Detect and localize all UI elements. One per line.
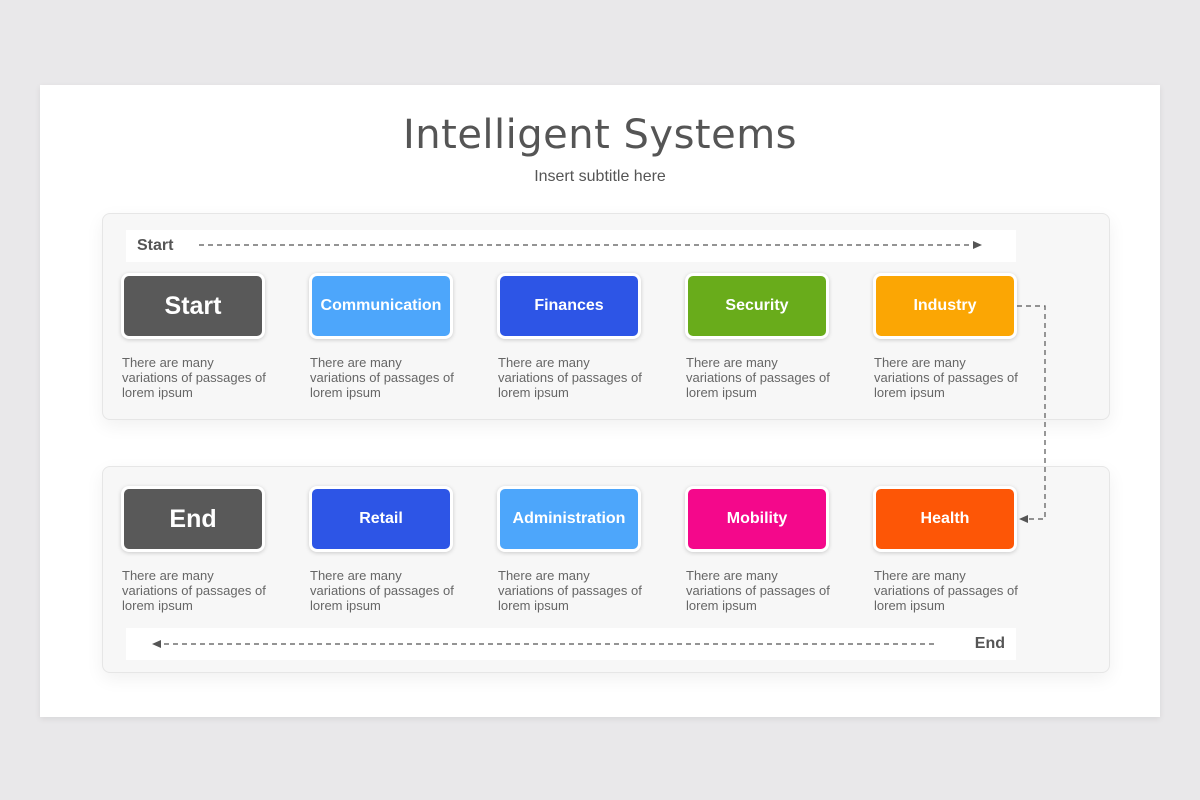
node-finances-description: There are many variations of passages of… — [498, 355, 642, 400]
node-start: Start — [121, 273, 265, 339]
node-communication: Communication — [309, 273, 453, 339]
node-retail-label: Retail — [359, 510, 403, 527]
node-industry-label: Industry — [913, 297, 977, 314]
node-health: Health — [873, 486, 1017, 552]
node-industry: Industry — [873, 273, 1017, 339]
start-flow-bar: Start — [126, 230, 1016, 262]
node-retail: Retail — [309, 486, 453, 552]
node-finances: Finances — [497, 273, 641, 339]
node-mobility-label: Mobility — [726, 510, 788, 527]
connector-arrowhead — [1019, 515, 1028, 523]
node-retail-description: There are many variations of passages of… — [310, 568, 454, 613]
node-administration-label: Administration — [512, 510, 626, 527]
node-communication-label: Communication — [320, 297, 442, 314]
node-industry-description: There are many variations of passages of… — [874, 355, 1018, 400]
connector-arrow-line — [1017, 305, 1046, 520]
node-administration: Administration — [497, 486, 641, 552]
node-security: Security — [685, 273, 829, 339]
node-start-description: There are many variations of passages of… — [122, 355, 266, 400]
bottom-flow-arrowhead — [152, 640, 161, 648]
node-health-description: There are many variations of passages of… — [874, 568, 1018, 613]
node-administration-description: There are many variations of passages of… — [498, 568, 642, 613]
page-subtitle: Insert subtitle here — [534, 168, 666, 185]
end-flow-label: End — [974, 635, 1005, 652]
node-security-label: Security — [725, 297, 789, 314]
node-end: End — [121, 486, 265, 552]
node-start-label: Start — [164, 291, 222, 320]
node-security-description: There are many variations of passages of… — [686, 355, 830, 400]
start-flow-label: Start — [137, 237, 174, 254]
top-flow-arrowhead — [973, 241, 982, 249]
node-finances-label: Finances — [534, 297, 604, 314]
node-health-label: Health — [920, 510, 970, 527]
node-mobility-description: There are many variations of passages of… — [686, 568, 830, 613]
node-end-label: End — [169, 504, 217, 533]
node-end-description: There are many variations of passages of… — [122, 568, 266, 613]
node-mobility: Mobility — [685, 486, 829, 552]
page-title: Intelligent Systems — [402, 112, 798, 158]
node-communication-description: There are many variations of passages of… — [310, 355, 454, 400]
